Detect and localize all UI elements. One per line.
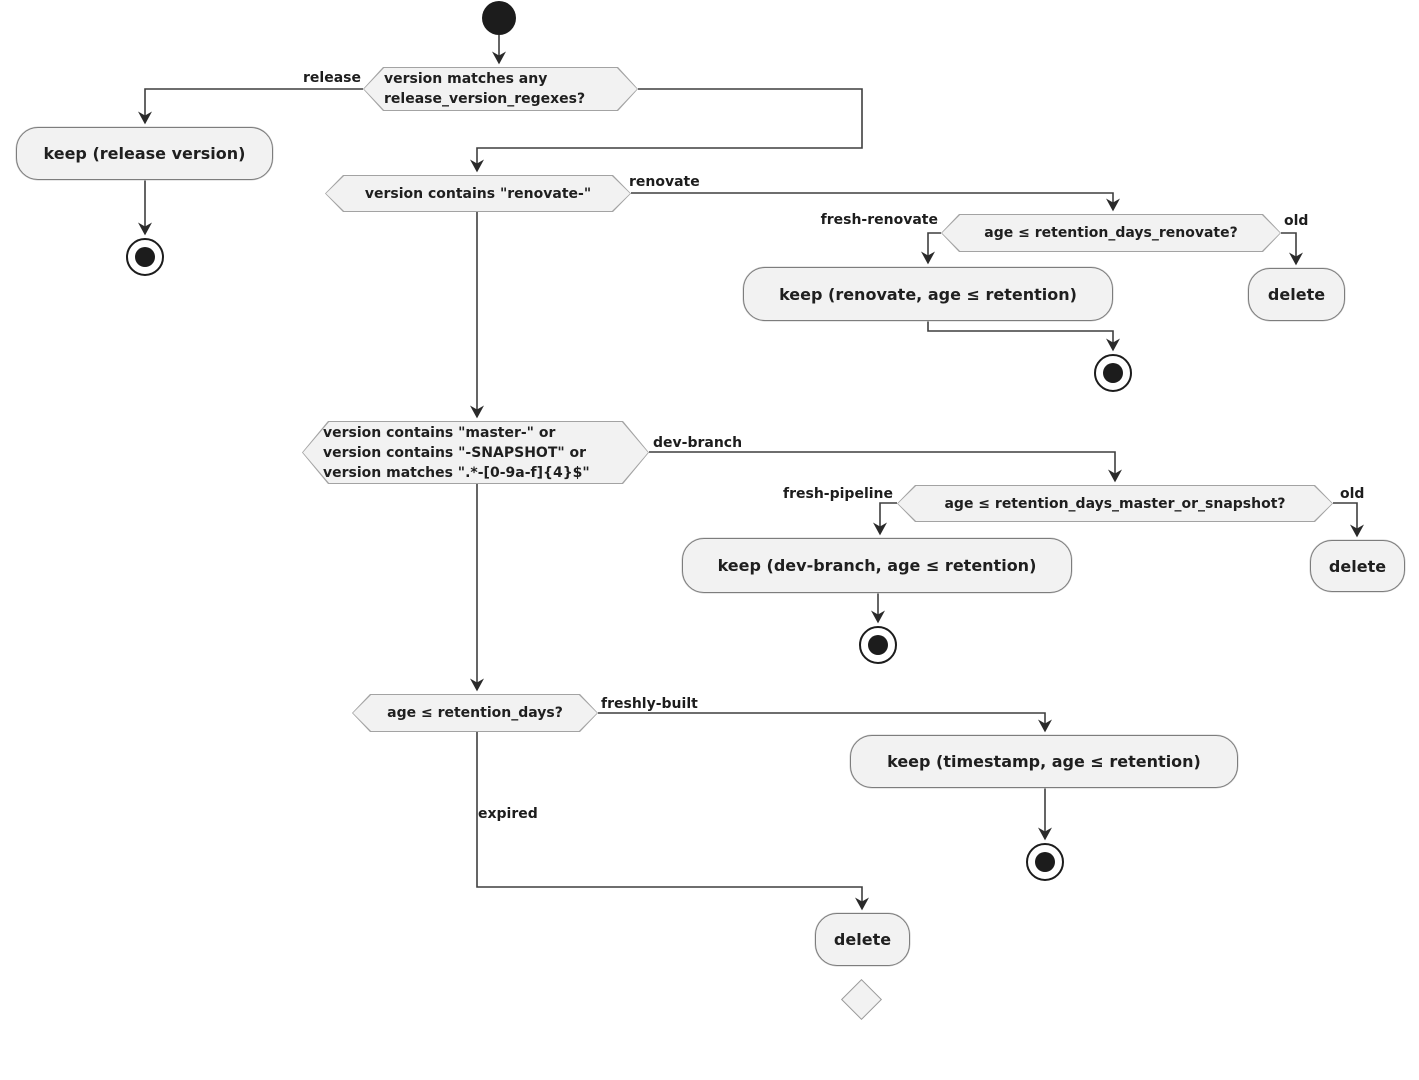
- decision-renovate-age-check-shape: [942, 215, 1280, 251]
- decision-master-age-check-label: age ≤ retention_days_master_or_snapshot?: [944, 495, 1286, 512]
- edge-keep-renovate-to-end: [927, 321, 1120, 352]
- decision-master-age-check: age ≤ retention_days_master_or_snapshot?: [897, 485, 1333, 522]
- edge-fresh-pipeline-to-keep: [873, 502, 897, 536]
- edge-label-old-master: old: [1340, 486, 1365, 502]
- edge-label-release: release: [303, 70, 361, 86]
- decision-age-check-label: age ≤ retention_days?: [387, 705, 563, 721]
- edge-label-fresh-renovate: fresh-renovate: [820, 212, 938, 228]
- edge-label-fresh-pipeline: fresh-pipeline: [783, 486, 893, 502]
- end-node-renovate-dot: [1103, 363, 1123, 383]
- edge-fresh-renovate-to-keep: [921, 232, 941, 265]
- end-node-dev-branch-dot: [868, 635, 888, 655]
- decision-master-age-check-shape: [898, 486, 1332, 521]
- edge-label-dev-branch: dev-branch: [653, 435, 743, 451]
- edge-expired-to-delete: [476, 732, 869, 911]
- edge-old-to-delete-master: [1333, 502, 1364, 538]
- edge-label-renovate: renovate: [629, 174, 700, 190]
- start-node: [482, 1, 516, 35]
- activity-keep-release: keep (release version): [16, 127, 273, 180]
- end-node-release: [126, 238, 164, 276]
- decision-age-check: age ≤ retention_days?: [352, 694, 598, 732]
- edge-renovate-to-age-check: [631, 192, 1120, 212]
- decision-age-check-shape: [353, 695, 597, 731]
- end-node-timestamp: [1026, 843, 1064, 881]
- edge-release-to-keep-release: [138, 88, 363, 125]
- decision-renovate-age-check: age ≤ retention_days_renovate?: [941, 214, 1281, 252]
- edge-label-freshly-built: freshly-built: [601, 696, 698, 712]
- end-node-dev-branch: [859, 626, 897, 664]
- decision-renovate-check-label: version contains "renovate-": [364, 185, 592, 202]
- decision-renovate-check-shape: [326, 176, 630, 211]
- activity-delete-renovate-old: delete: [1248, 268, 1345, 321]
- decision-release-check: version matches any release_version_rege…: [363, 67, 638, 111]
- decision-renovate-check: version contains "renovate-": [325, 175, 631, 212]
- end-node-timestamp-dot: [1035, 852, 1055, 872]
- decision-release-check-shape: [364, 68, 637, 110]
- edge-else-to-renovate-check: [470, 88, 863, 173]
- decision-release-check-label: version matches any release_version_rege…: [384, 71, 586, 107]
- activity-delete-master-old: delete: [1310, 540, 1405, 592]
- decision-master-snapshot-check: version contains "master-" or version co…: [302, 421, 649, 484]
- decision-renovate-age-check-label: age ≤ retention_days_renovate?: [984, 225, 1238, 241]
- end-node-renovate: [1094, 354, 1132, 392]
- edge-label-old-renovate: old: [1284, 213, 1309, 229]
- end-node-release-dot: [135, 247, 155, 267]
- decision-master-snapshot-check-label: version contains "master-" or version co…: [323, 424, 590, 481]
- activity-keep-timestamp: keep (timestamp, age ≤ retention): [850, 735, 1238, 788]
- edge-dev-branch-to-age-check: [649, 451, 1122, 483]
- edge-freshly-built-to-keep: [598, 712, 1052, 733]
- activity-delete-expired: delete: [815, 913, 910, 966]
- activity-keep-dev-branch: keep (dev-branch, age ≤ retention): [682, 538, 1072, 593]
- decision-master-snapshot-check-shape: [303, 422, 648, 483]
- activity-keep-renovate: keep (renovate, age ≤ retention): [743, 267, 1113, 321]
- edge-label-expired: expired: [478, 806, 538, 822]
- edge-old-to-delete-renovate: [1281, 232, 1303, 266]
